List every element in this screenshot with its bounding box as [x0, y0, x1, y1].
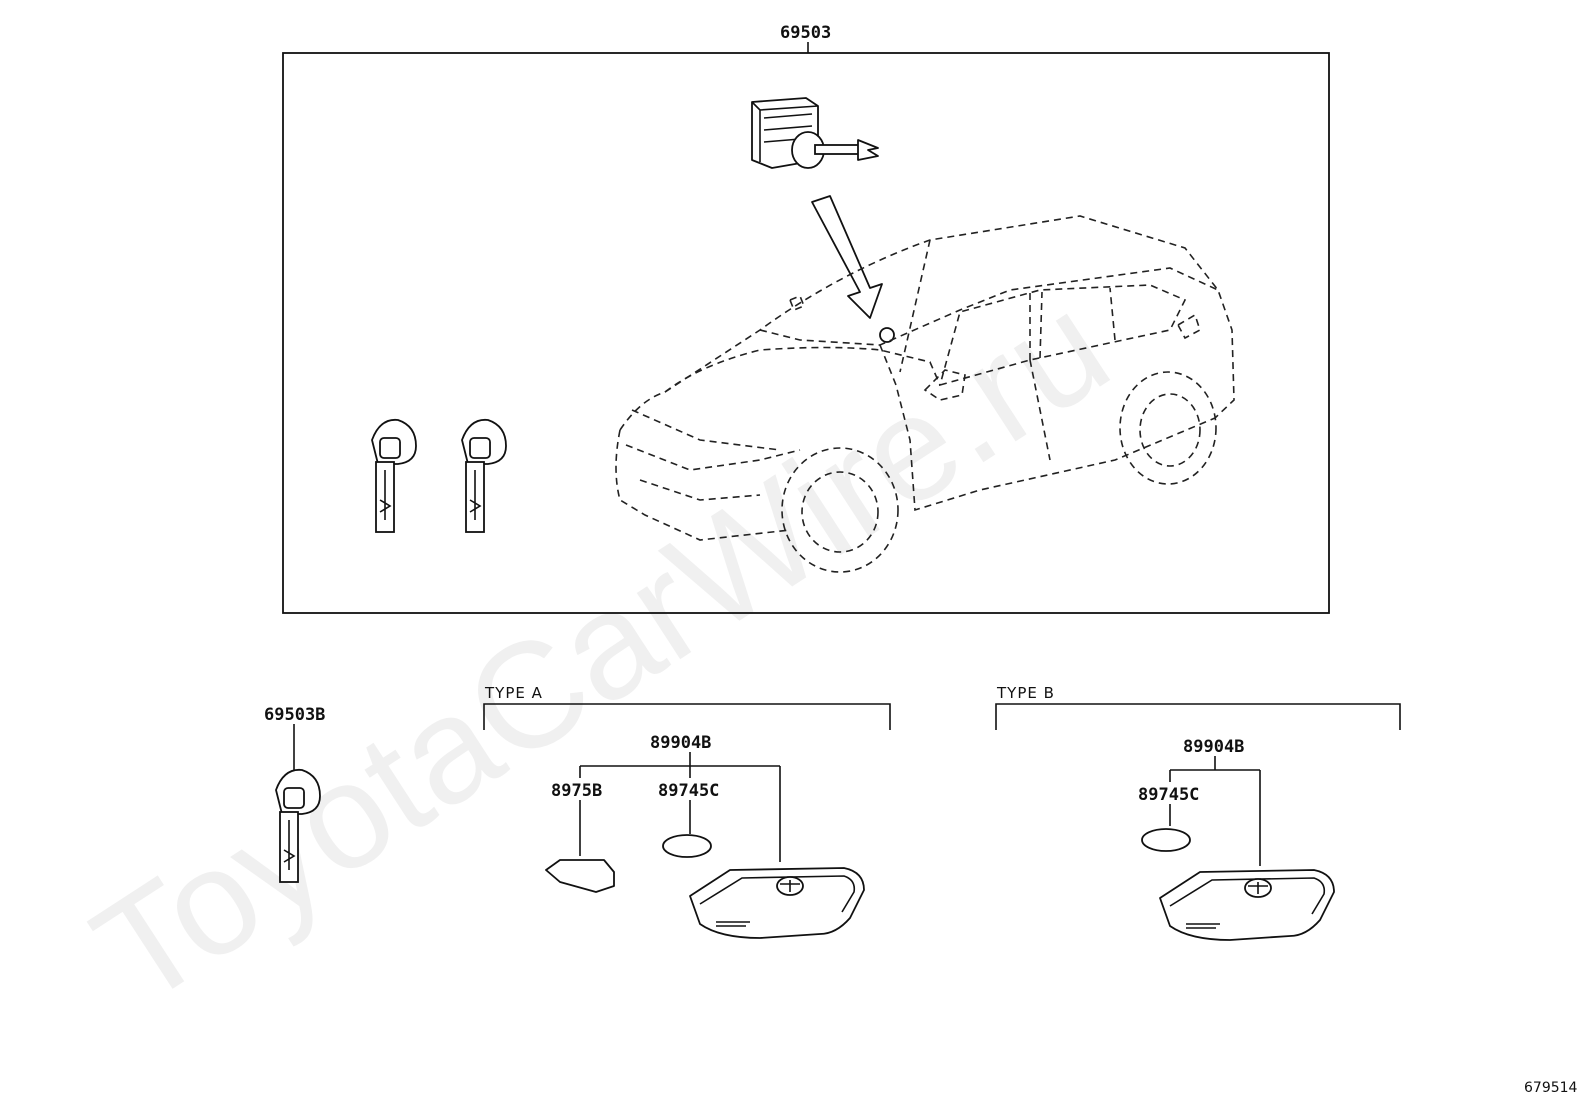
label-89904B-type-b[interactable]: 89904B: [1183, 737, 1244, 757]
label-type-b: TYPE B: [996, 684, 1055, 702]
smart-key-fob-illustration-type-a: [689, 867, 865, 939]
location-marker: [879, 327, 895, 343]
key-blade-illustration: [275, 768, 321, 883]
battery-illustration-type-a: [662, 834, 712, 858]
bracket-type-a: [483, 703, 891, 730]
kit-box: [282, 52, 1330, 614]
key-illustration-1: [371, 418, 417, 533]
leader-89904B-type-a: [579, 752, 781, 862]
label-89745C-type-b[interactable]: 89745C: [1138, 785, 1199, 805]
key-cover-illustration: [545, 859, 615, 893]
label-89904B-type-a[interactable]: 89904B: [650, 733, 711, 753]
battery-illustration-type-b: [1141, 828, 1191, 852]
label-69503[interactable]: 69503: [780, 23, 831, 43]
label-8975B[interactable]: 8975B: [551, 781, 602, 801]
location-arrow: [811, 195, 883, 319]
bracket-type-b: [995, 703, 1401, 730]
vehicle-illustration: [615, 215, 1235, 573]
key-illustration-2: [461, 418, 507, 533]
watermark-text: ToyotaCarWire.ru: [66, 260, 1136, 1036]
label-69503B[interactable]: 69503B: [264, 705, 325, 725]
smart-key-fob-illustration-type-b: [1159, 869, 1335, 941]
figure-id: 679514: [1524, 1080, 1578, 1096]
label-89745C-type-a[interactable]: 89745C: [658, 781, 719, 801]
leader-89904B-type-b: [1169, 756, 1261, 866]
ignition-lock-cylinder-illustration: [751, 97, 879, 169]
label-type-a: TYPE A: [484, 684, 543, 702]
